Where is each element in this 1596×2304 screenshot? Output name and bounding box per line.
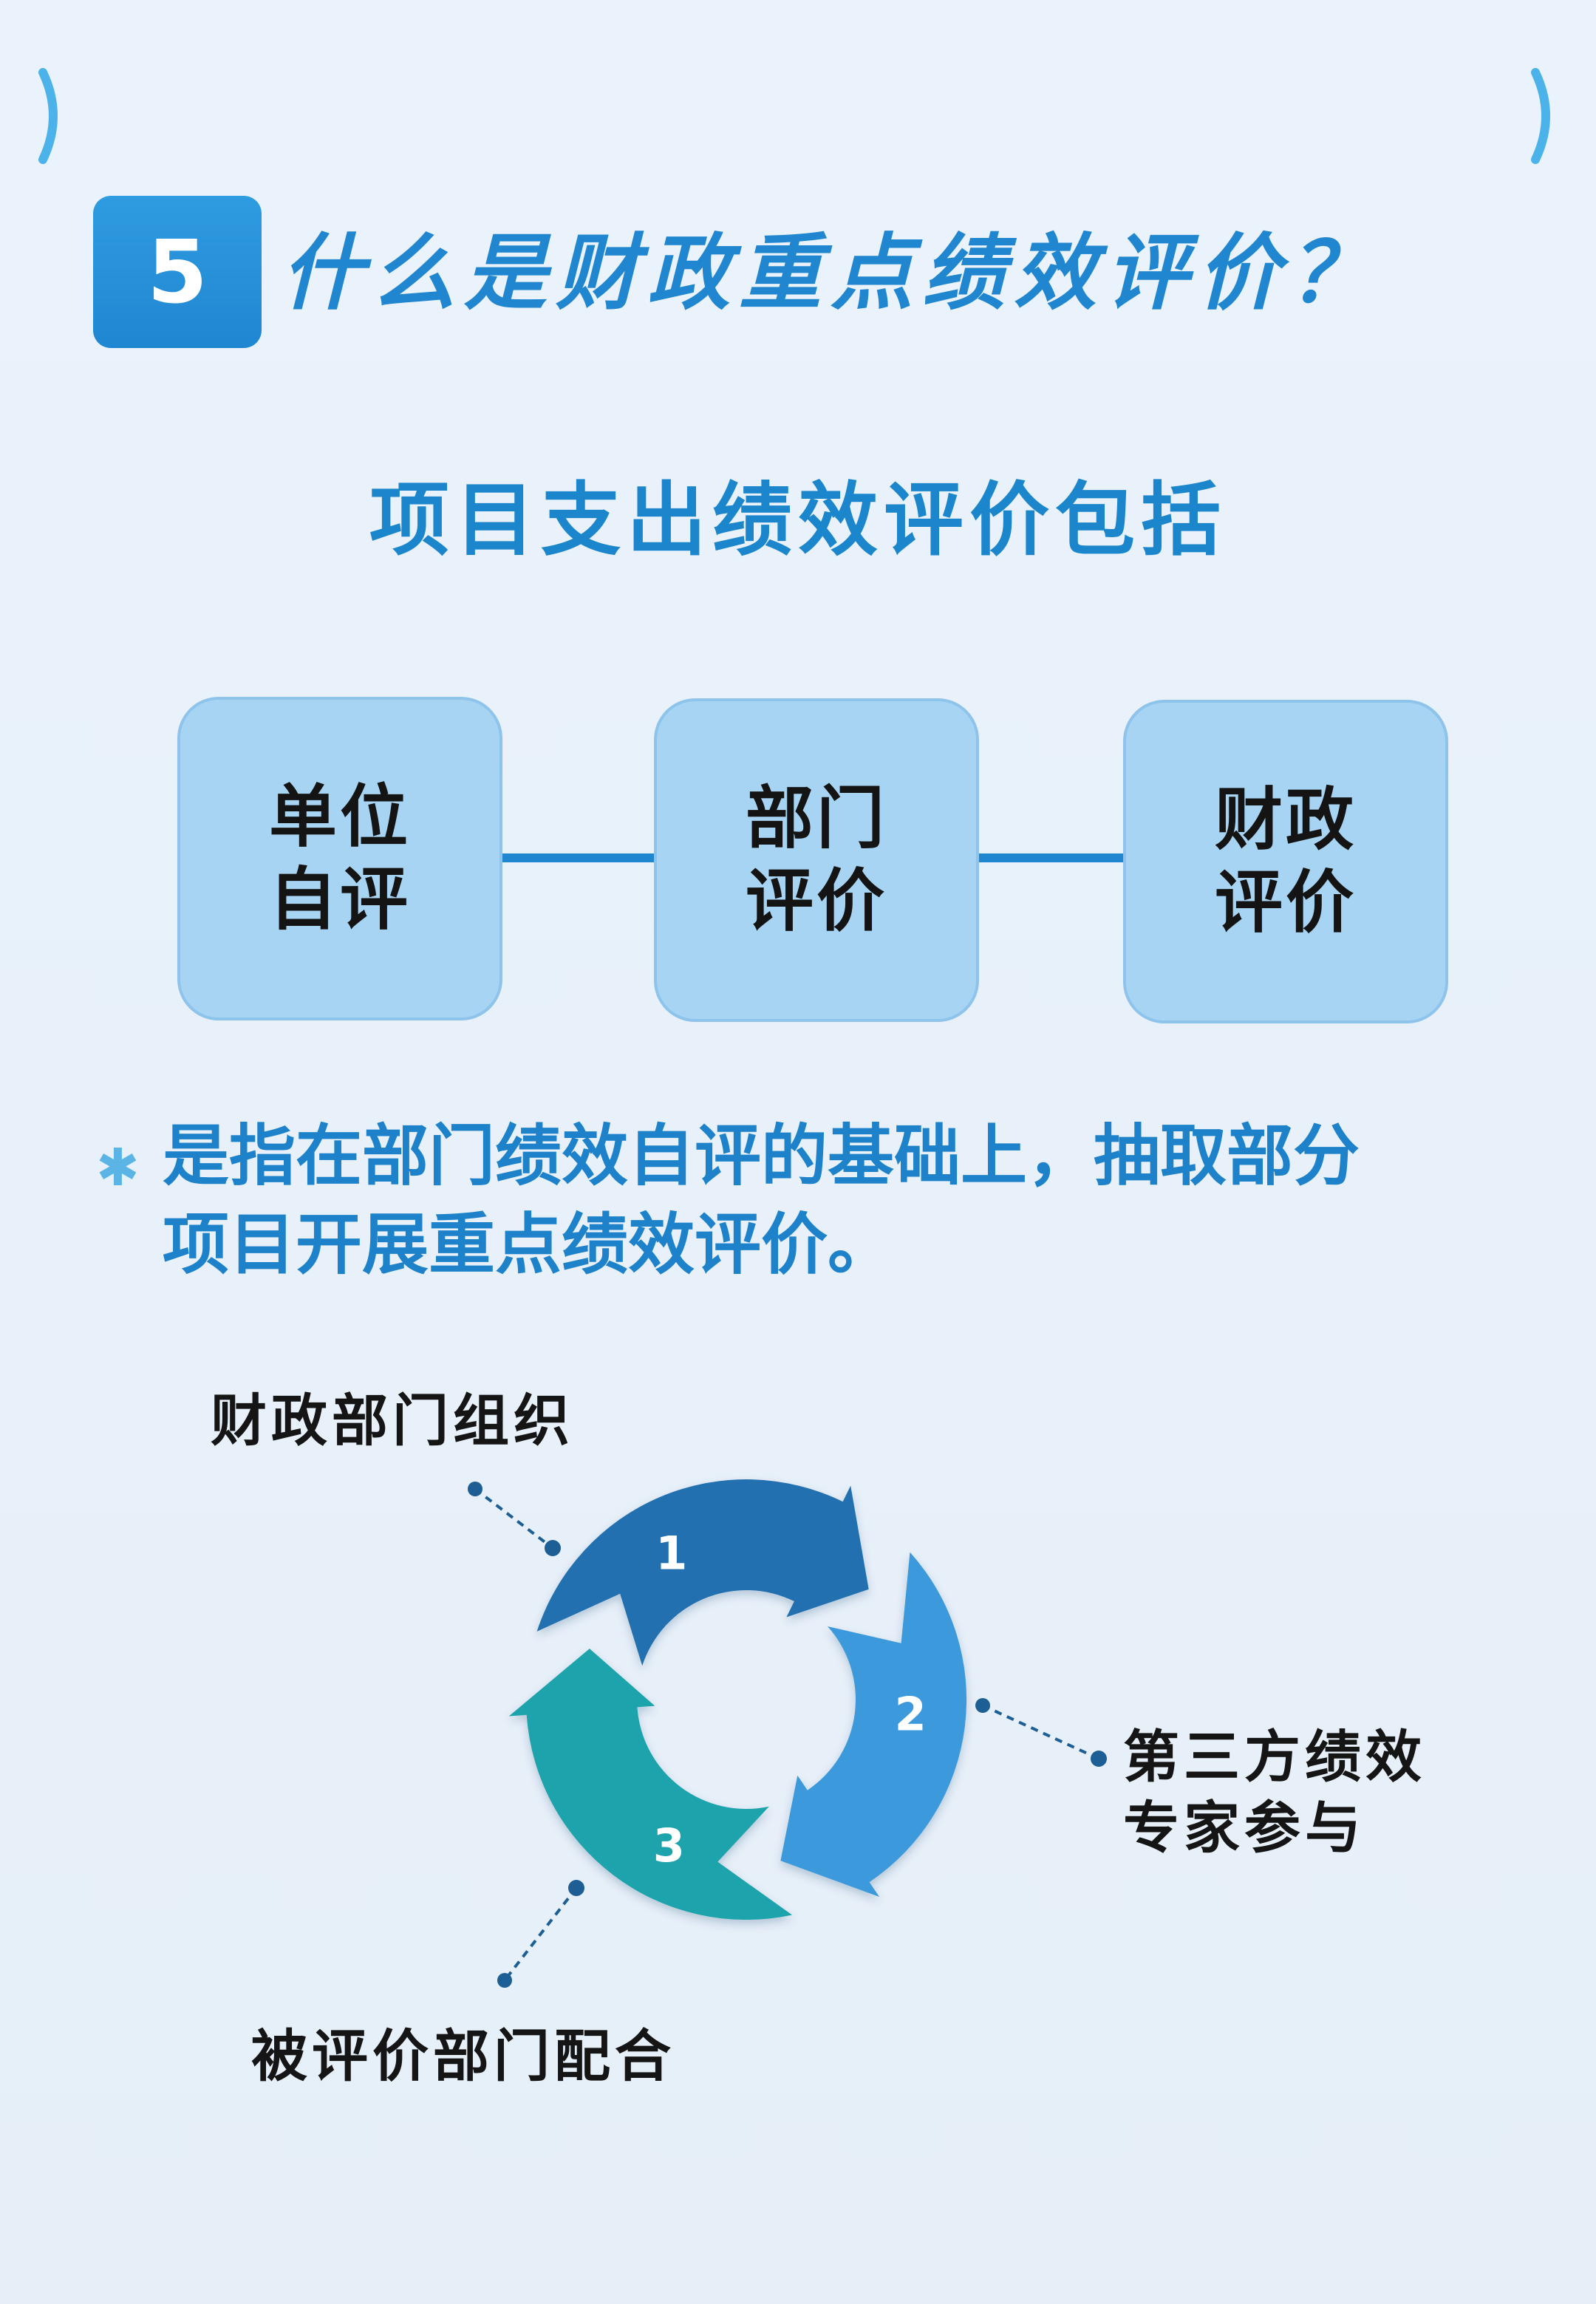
leader-line-3 <box>497 1880 584 1988</box>
cycle-label-line: 专家参与 <box>1123 1795 1365 1861</box>
cycle-label-evaluated-dept: 被评价部门配合 <box>251 2023 675 2089</box>
flow-box-line: 评价 <box>745 862 887 941</box>
cycle-number-3: 3 <box>653 1819 685 1872</box>
flow-box-line: 部门 <box>745 779 887 858</box>
leader-line-1 <box>468 1482 561 1556</box>
note-line: 项目开展重点绩效评价。 <box>163 1206 894 1284</box>
flow-box-unit-self-eval: 单位 自评 <box>177 697 502 1020</box>
right-bracket-decoration <box>1531 68 1550 164</box>
flow-box-line: 财政 <box>1214 780 1357 859</box>
cycle-label-line: 第三方绩效 <box>1123 1724 1426 1790</box>
section-subtitle: 项目支出绩效评价包括 <box>369 474 1227 567</box>
note-line: 是指在部门绩效自评的基础上，抽取部分 <box>163 1117 1360 1195</box>
connector-line-2 <box>976 853 1126 862</box>
leader-line-2 <box>975 1698 1107 1767</box>
cycle-label-third-party: 第三方绩效 专家参与 <box>1123 1722 1426 1864</box>
page-title: 什么是财政重点绩效评价？ <box>281 225 1380 321</box>
flow-box-department-eval: 部门 评价 <box>654 698 979 1022</box>
flow-box-line: 单位 <box>268 777 411 856</box>
description-note: 是指在部门绩效自评的基础上，抽取部分 项目开展重点绩效评价。 <box>163 1112 1522 1289</box>
connector-line-1 <box>499 853 657 862</box>
flow-box-line: 评价 <box>1214 863 1357 942</box>
cycle-number-1: 1 <box>655 1526 687 1580</box>
cycle-number-2: 2 <box>895 1687 927 1741</box>
leader-dot <box>497 1973 512 1988</box>
asterisk-icon: ✱ <box>96 1137 140 1198</box>
left-bracket-decoration <box>38 68 58 164</box>
leader-dot <box>1091 1751 1107 1767</box>
cycle-segment-3 <box>508 1649 792 1920</box>
cycle-segment-2 <box>780 1552 967 1897</box>
cycle-label-finance-dept: 财政部门组织 <box>211 1388 574 1453</box>
cycle-segment-1 <box>536 1479 869 1666</box>
flow-box-finance-eval: 财政 评价 <box>1123 700 1448 1023</box>
leader-dot <box>545 1540 561 1556</box>
flow-box-line: 自评 <box>268 860 411 939</box>
section-number-badge: 5 <box>93 196 262 348</box>
